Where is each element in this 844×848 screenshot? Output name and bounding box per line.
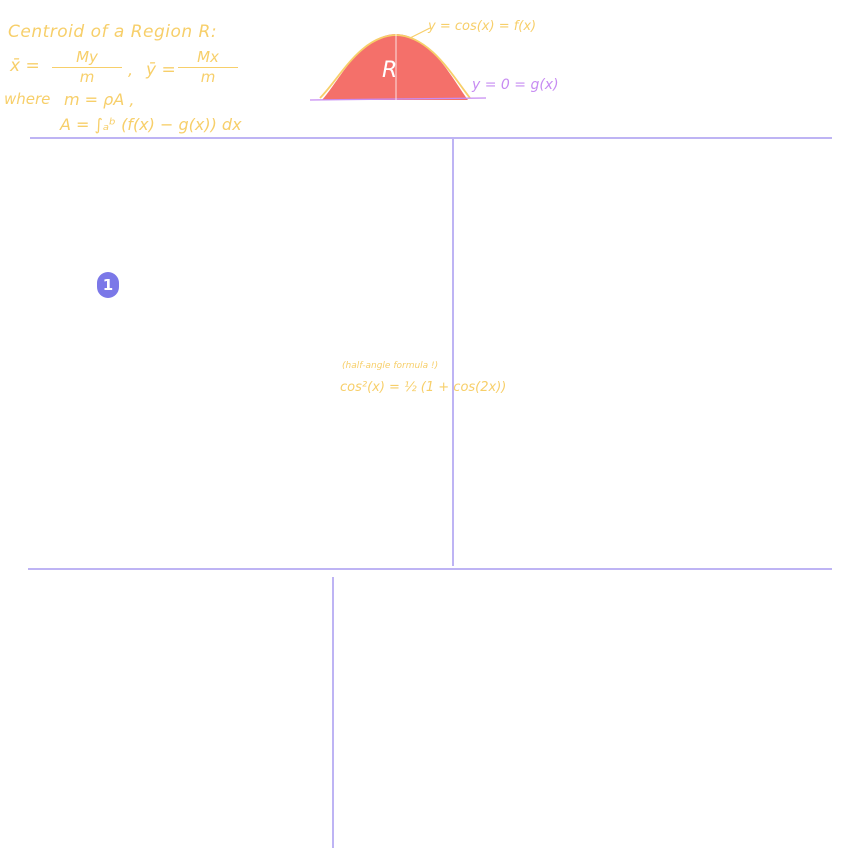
hint-caption: (half-angle formula !) bbox=[342, 361, 439, 371]
region-r-fill bbox=[322, 34, 468, 100]
xbar-fraction: My m bbox=[52, 50, 122, 85]
region-r-graph bbox=[309, 27, 487, 101]
ybar-lhs: ȳ = bbox=[146, 60, 176, 80]
area-formula: A = ∫ₐᵇ (f(x) − g(x)) dx bbox=[60, 115, 242, 134]
ybar-denominator: m bbox=[200, 68, 216, 86]
xbar-lhs: x̄ = bbox=[10, 56, 40, 76]
region-letter: R bbox=[382, 58, 398, 83]
fraction-bar bbox=[52, 67, 122, 68]
xbar-denominator: m bbox=[79, 68, 95, 86]
bottom-curve-label: y = 0 = g(x) bbox=[472, 77, 559, 93]
problem-number-badge: 1 bbox=[97, 272, 119, 298]
x-axis bbox=[309, 97, 487, 101]
ybar-fraction: Mx m bbox=[178, 50, 238, 85]
page-title: Centroid of a Region R: bbox=[8, 22, 218, 42]
fraction-bar bbox=[178, 67, 238, 68]
separator-comma: , bbox=[128, 60, 134, 79]
problem-number: 1 bbox=[102, 276, 114, 294]
xbar-numerator: My bbox=[76, 48, 98, 66]
half-angle-formula: cos²(x) = ½ (1 + cos(2x)) bbox=[340, 380, 507, 395]
where-label: where bbox=[4, 90, 51, 108]
mass-formula: m = ρA , bbox=[64, 90, 135, 109]
fx-pointer bbox=[409, 27, 431, 39]
top-curve-label: y = cos(x) = f(x) bbox=[428, 19, 537, 34]
ybar-numerator: Mx bbox=[197, 48, 219, 66]
